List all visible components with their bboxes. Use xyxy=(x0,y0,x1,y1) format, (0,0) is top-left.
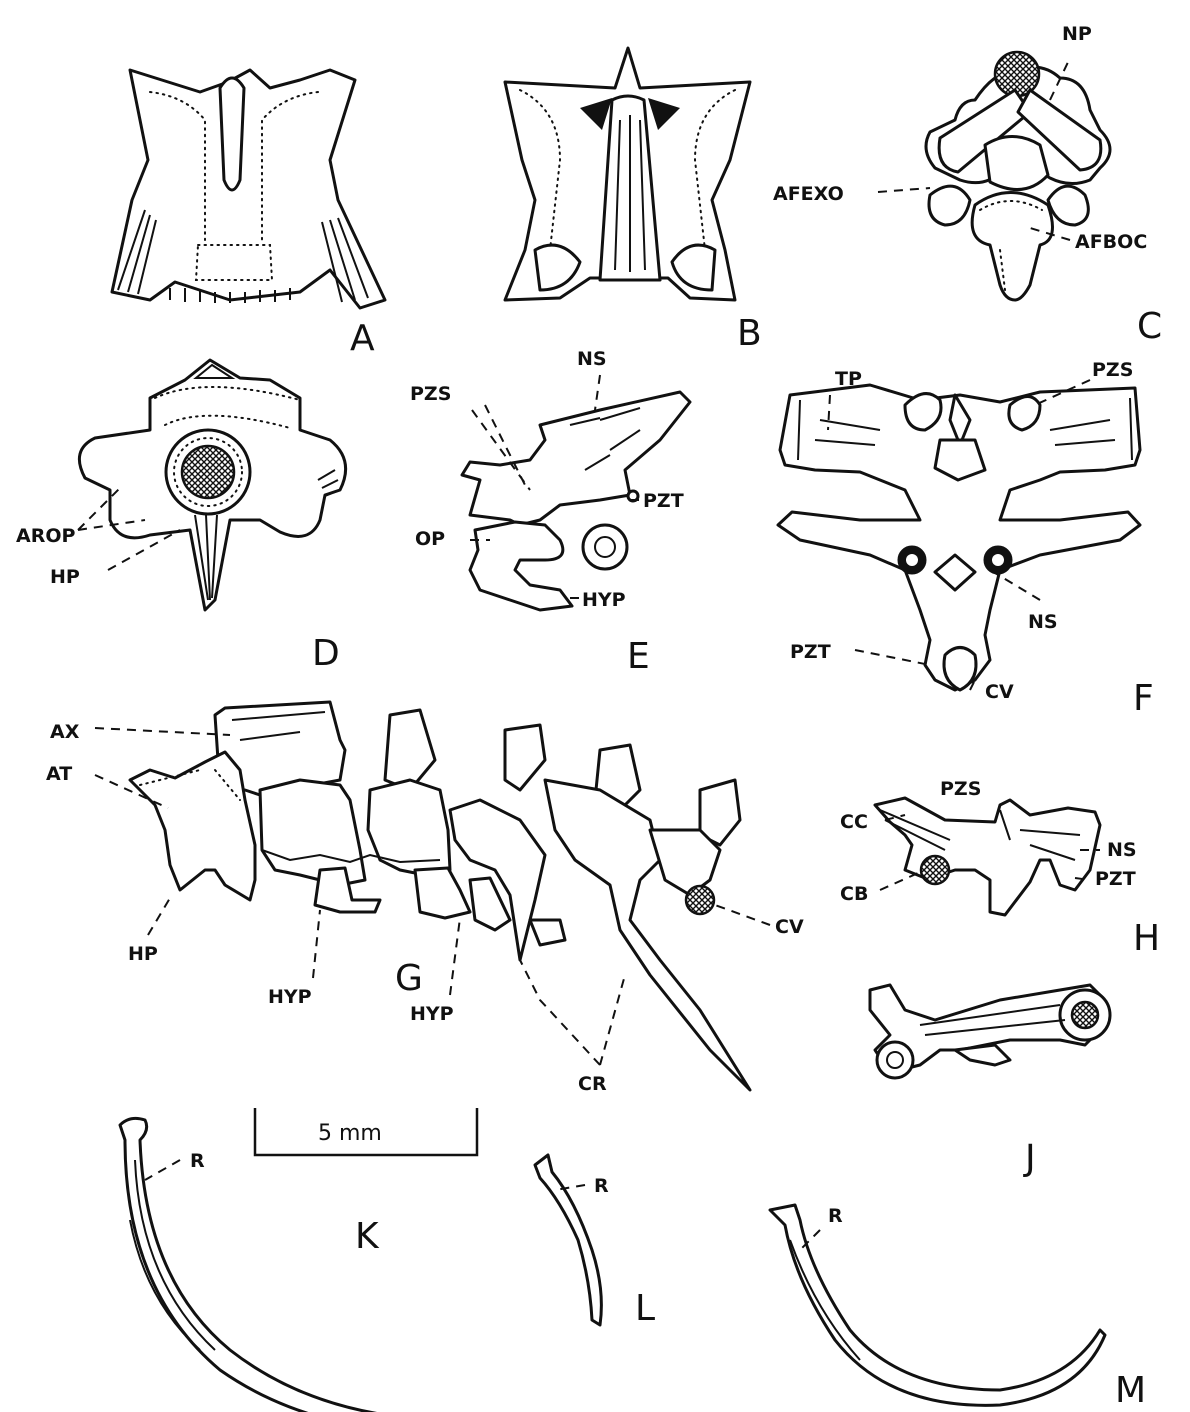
label-pzs-h: PZS xyxy=(940,778,981,800)
figure-k-rib xyxy=(120,1118,465,1412)
panel-h: H xyxy=(1133,918,1160,959)
label-cr: CR xyxy=(578,1073,607,1095)
figure-h-vertebra xyxy=(875,798,1100,915)
label-arop: AROP xyxy=(16,525,75,547)
figure-b-skull-ventral xyxy=(505,48,750,300)
figure-j-vertebra xyxy=(870,985,1110,1078)
label-pzt-h: PZT xyxy=(1095,868,1136,890)
panel-g: G xyxy=(395,958,423,999)
panel-d: D xyxy=(312,633,340,674)
label-cb: CB xyxy=(840,883,868,905)
figure-a-skull-dorsal xyxy=(112,70,385,308)
label-pzt-e: PZT xyxy=(643,490,684,512)
label-ax: AX xyxy=(50,721,80,743)
scale-bar: 5 mm xyxy=(255,1108,477,1155)
panel-c: C xyxy=(1137,306,1162,347)
label-cv-f: CV xyxy=(985,681,1014,703)
label-r-l: R xyxy=(594,1175,609,1197)
figure-l-rib xyxy=(535,1155,601,1325)
figure-c-atlas-anterior xyxy=(926,52,1110,300)
scale-bar-label: 5 mm xyxy=(318,1121,382,1146)
figure-d-vertebra-anterior xyxy=(79,360,345,610)
panel-b: B xyxy=(737,313,762,354)
label-at: AT xyxy=(46,763,72,785)
panel-e: E xyxy=(627,636,650,677)
label-pzs-f: PZS xyxy=(1092,359,1133,381)
label-r-m: R xyxy=(828,1205,843,1227)
panel-m: M xyxy=(1115,1370,1146,1411)
label-pzt-f: PZT xyxy=(790,641,831,663)
label-hp-d: HP xyxy=(50,566,80,588)
label-afexo: AFEXO xyxy=(773,183,844,205)
label-pzs-e: PZS xyxy=(410,383,451,405)
label-ns-h: NS xyxy=(1107,839,1137,861)
label-ns-e: NS xyxy=(577,348,607,370)
label-np: NP xyxy=(1062,23,1092,45)
label-hyp-g1: HYP xyxy=(268,986,312,1008)
label-cc: CC xyxy=(840,811,868,833)
label-cv-g: CV xyxy=(775,916,804,938)
label-afboc: AFBOC xyxy=(1075,231,1147,253)
label-hyp-g2: HYP xyxy=(410,1003,454,1025)
figure-g-cervical-column xyxy=(130,702,750,1090)
label-hp-g: HP xyxy=(128,943,158,965)
panel-j: J xyxy=(1023,1138,1036,1179)
panel-a: A xyxy=(350,318,375,359)
label-op: OP xyxy=(415,528,445,550)
figure-f-vertebra-dorsal xyxy=(778,385,1140,690)
panel-l: L xyxy=(635,1288,655,1329)
label-hyp-e: HYP xyxy=(582,589,626,611)
label-tp: TP xyxy=(835,368,862,390)
panel-f: F xyxy=(1133,678,1154,719)
label-ns-f: NS xyxy=(1028,611,1058,633)
label-r-k: R xyxy=(190,1150,205,1172)
figure-m-rib xyxy=(770,1205,1105,1405)
panel-k: K xyxy=(355,1216,380,1257)
